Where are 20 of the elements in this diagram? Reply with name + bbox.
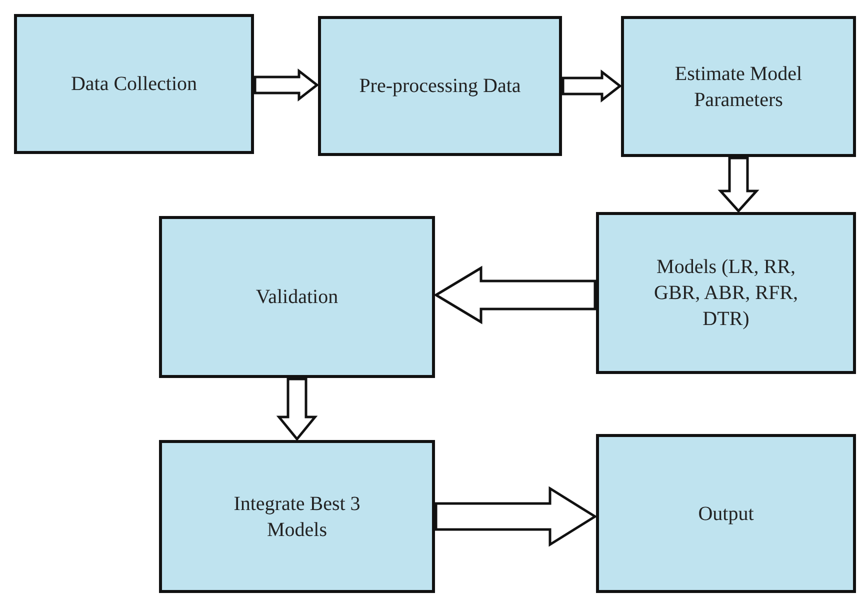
box-label: Pre-processing Data (359, 74, 521, 99)
block-arrow (434, 486, 598, 547)
box-label: Validation (256, 285, 338, 310)
process-box (621, 16, 856, 157)
box-label: Models (LR, RR, GBR, ABR, RFR, DTR) (653, 255, 799, 332)
box-label: Integrate Best 3 Models (232, 492, 362, 542)
process-box (14, 14, 254, 154)
box-label: Output (698, 502, 754, 526)
process-box (159, 216, 435, 378)
process-box (318, 16, 562, 156)
process-box (596, 434, 856, 593)
block-arrow (434, 266, 596, 324)
box-label: Data Collection (70, 72, 198, 97)
process-box (596, 212, 856, 374)
block-arrow (276, 378, 318, 441)
box-label: Estimate Model Parameters (674, 62, 804, 112)
block-arrow (718, 156, 760, 213)
block-arrow (562, 69, 622, 103)
process-box (159, 440, 435, 593)
block-arrow (254, 68, 320, 102)
